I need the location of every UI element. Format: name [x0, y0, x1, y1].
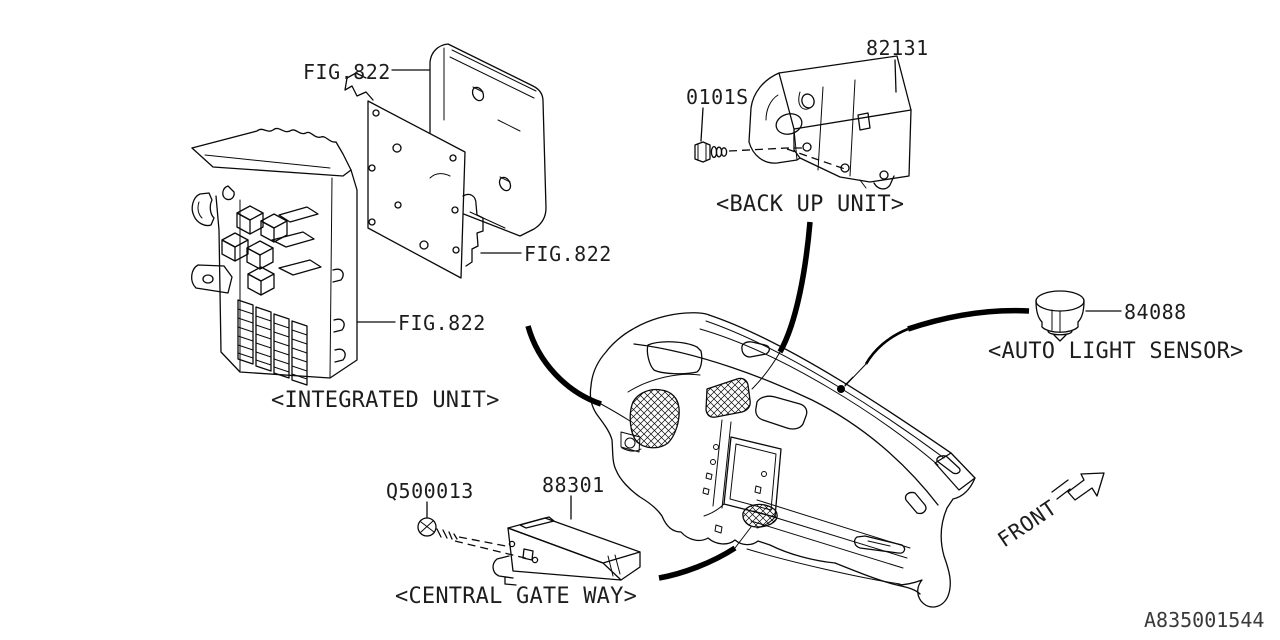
tip-slot: [936, 455, 961, 475]
gateway-tab: [519, 516, 555, 529]
caption-auto-light-sensor: <AUTO LIGHT SENSOR>: [988, 339, 1243, 364]
mount-tab-small: [222, 185, 235, 201]
gateway-hole: [508, 540, 516, 548]
fig822-plate-drawing: [367, 100, 484, 279]
backup-unit-location-hatch: [705, 377, 751, 418]
screw-0101s: [694, 141, 846, 170]
fusebox-lid: [191, 127, 352, 171]
gateway-mount-tab: [492, 555, 517, 586]
dash-tip: [934, 452, 976, 491]
hex-bolt-head: [694, 141, 711, 163]
backup-bracket: [748, 72, 801, 164]
bracket-hole: [802, 142, 812, 152]
tab-hole: [202, 274, 214, 284]
stack-buttons: [702, 444, 767, 495]
front-arrow-icon: [1067, 472, 1105, 501]
caption-central-gateway: <CENTRAL GATE WAY>: [395, 584, 637, 609]
screw-head: [417, 517, 437, 537]
callout-0101s[interactable]: 0101S: [686, 85, 749, 109]
dash-top-fold: [633, 343, 939, 506]
front-direction-marker: FRONT: [993, 472, 1105, 552]
gateway-hole: [531, 556, 539, 564]
screw-q500013: [417, 517, 530, 560]
drawing-number: A835001544: [1144, 608, 1264, 632]
cluster-opening: [646, 341, 703, 375]
dash-back-edge: [708, 314, 952, 454]
plate-screw-holes: [368, 109, 460, 254]
fusebox-body: [215, 169, 358, 379]
dashboard-drawing: [589, 312, 976, 608]
leader-central-gateway: [658, 526, 752, 581]
fig822-bracket-box-drawing: [344, 43, 547, 237]
front-label: FRONT: [993, 495, 1061, 552]
dash-lower-left: [589, 385, 836, 564]
dash-right-pillar: [896, 477, 976, 608]
callout-84088[interactable]: 84088: [1124, 300, 1187, 324]
leader-auto-light-sensor: [844, 307, 1030, 387]
leader-backup-unit: [751, 221, 813, 390]
plate-bend-line: [429, 173, 451, 179]
central-gateway-drawing: [492, 516, 641, 586]
screw-leader-dashed: [454, 536, 530, 560]
integrated-unit-drawing: [191, 127, 358, 386]
mount-tab-lower: [191, 264, 233, 294]
dash-face-seams: [746, 499, 911, 585]
center-opening: [755, 395, 808, 430]
small-tab: [344, 72, 374, 101]
callout-fig822-left[interactable]: FIG.822: [398, 311, 486, 335]
callout-fig822-top[interactable]: FIG.822: [303, 60, 391, 84]
side-vent: [904, 491, 927, 515]
boss: [471, 86, 485, 102]
sensor-location-dot: [837, 385, 845, 393]
backup-unit-drawing: [748, 55, 912, 190]
bolt-thread: [720, 147, 728, 157]
plate-clip: [462, 193, 484, 267]
caption-integrated-unit: <INTEGRATED UNIT>: [271, 388, 500, 413]
callout-88301[interactable]: 88301: [542, 473, 605, 497]
callout-lines: [356, 59, 1122, 520]
flange-hole: [879, 170, 889, 180]
relay-cubes: [221, 205, 322, 296]
leader-integrated-unit: [525, 325, 631, 422]
mount-tab-upper: [191, 192, 215, 227]
defroster-vent: [741, 341, 770, 358]
side-clips: [332, 268, 346, 363]
callout-fig822-right[interactable]: FIG.822: [524, 242, 612, 266]
front-arrow-chevron: [1051, 479, 1071, 500]
bolt-leader-dashed: [728, 147, 846, 170]
backup-flange: [873, 175, 895, 190]
callout-82131[interactable]: 82131: [866, 36, 929, 60]
auto-light-sensor-drawing: [1035, 290, 1085, 342]
glovebox-handle: [853, 535, 906, 554]
caption-backup-unit: <BACK UP UNIT>: [716, 192, 904, 217]
bracket-hole-large: [775, 113, 803, 135]
speaker-grille-hatch: [629, 388, 680, 449]
callout-q500013[interactable]: Q500013: [386, 479, 474, 503]
boss: [498, 176, 512, 192]
